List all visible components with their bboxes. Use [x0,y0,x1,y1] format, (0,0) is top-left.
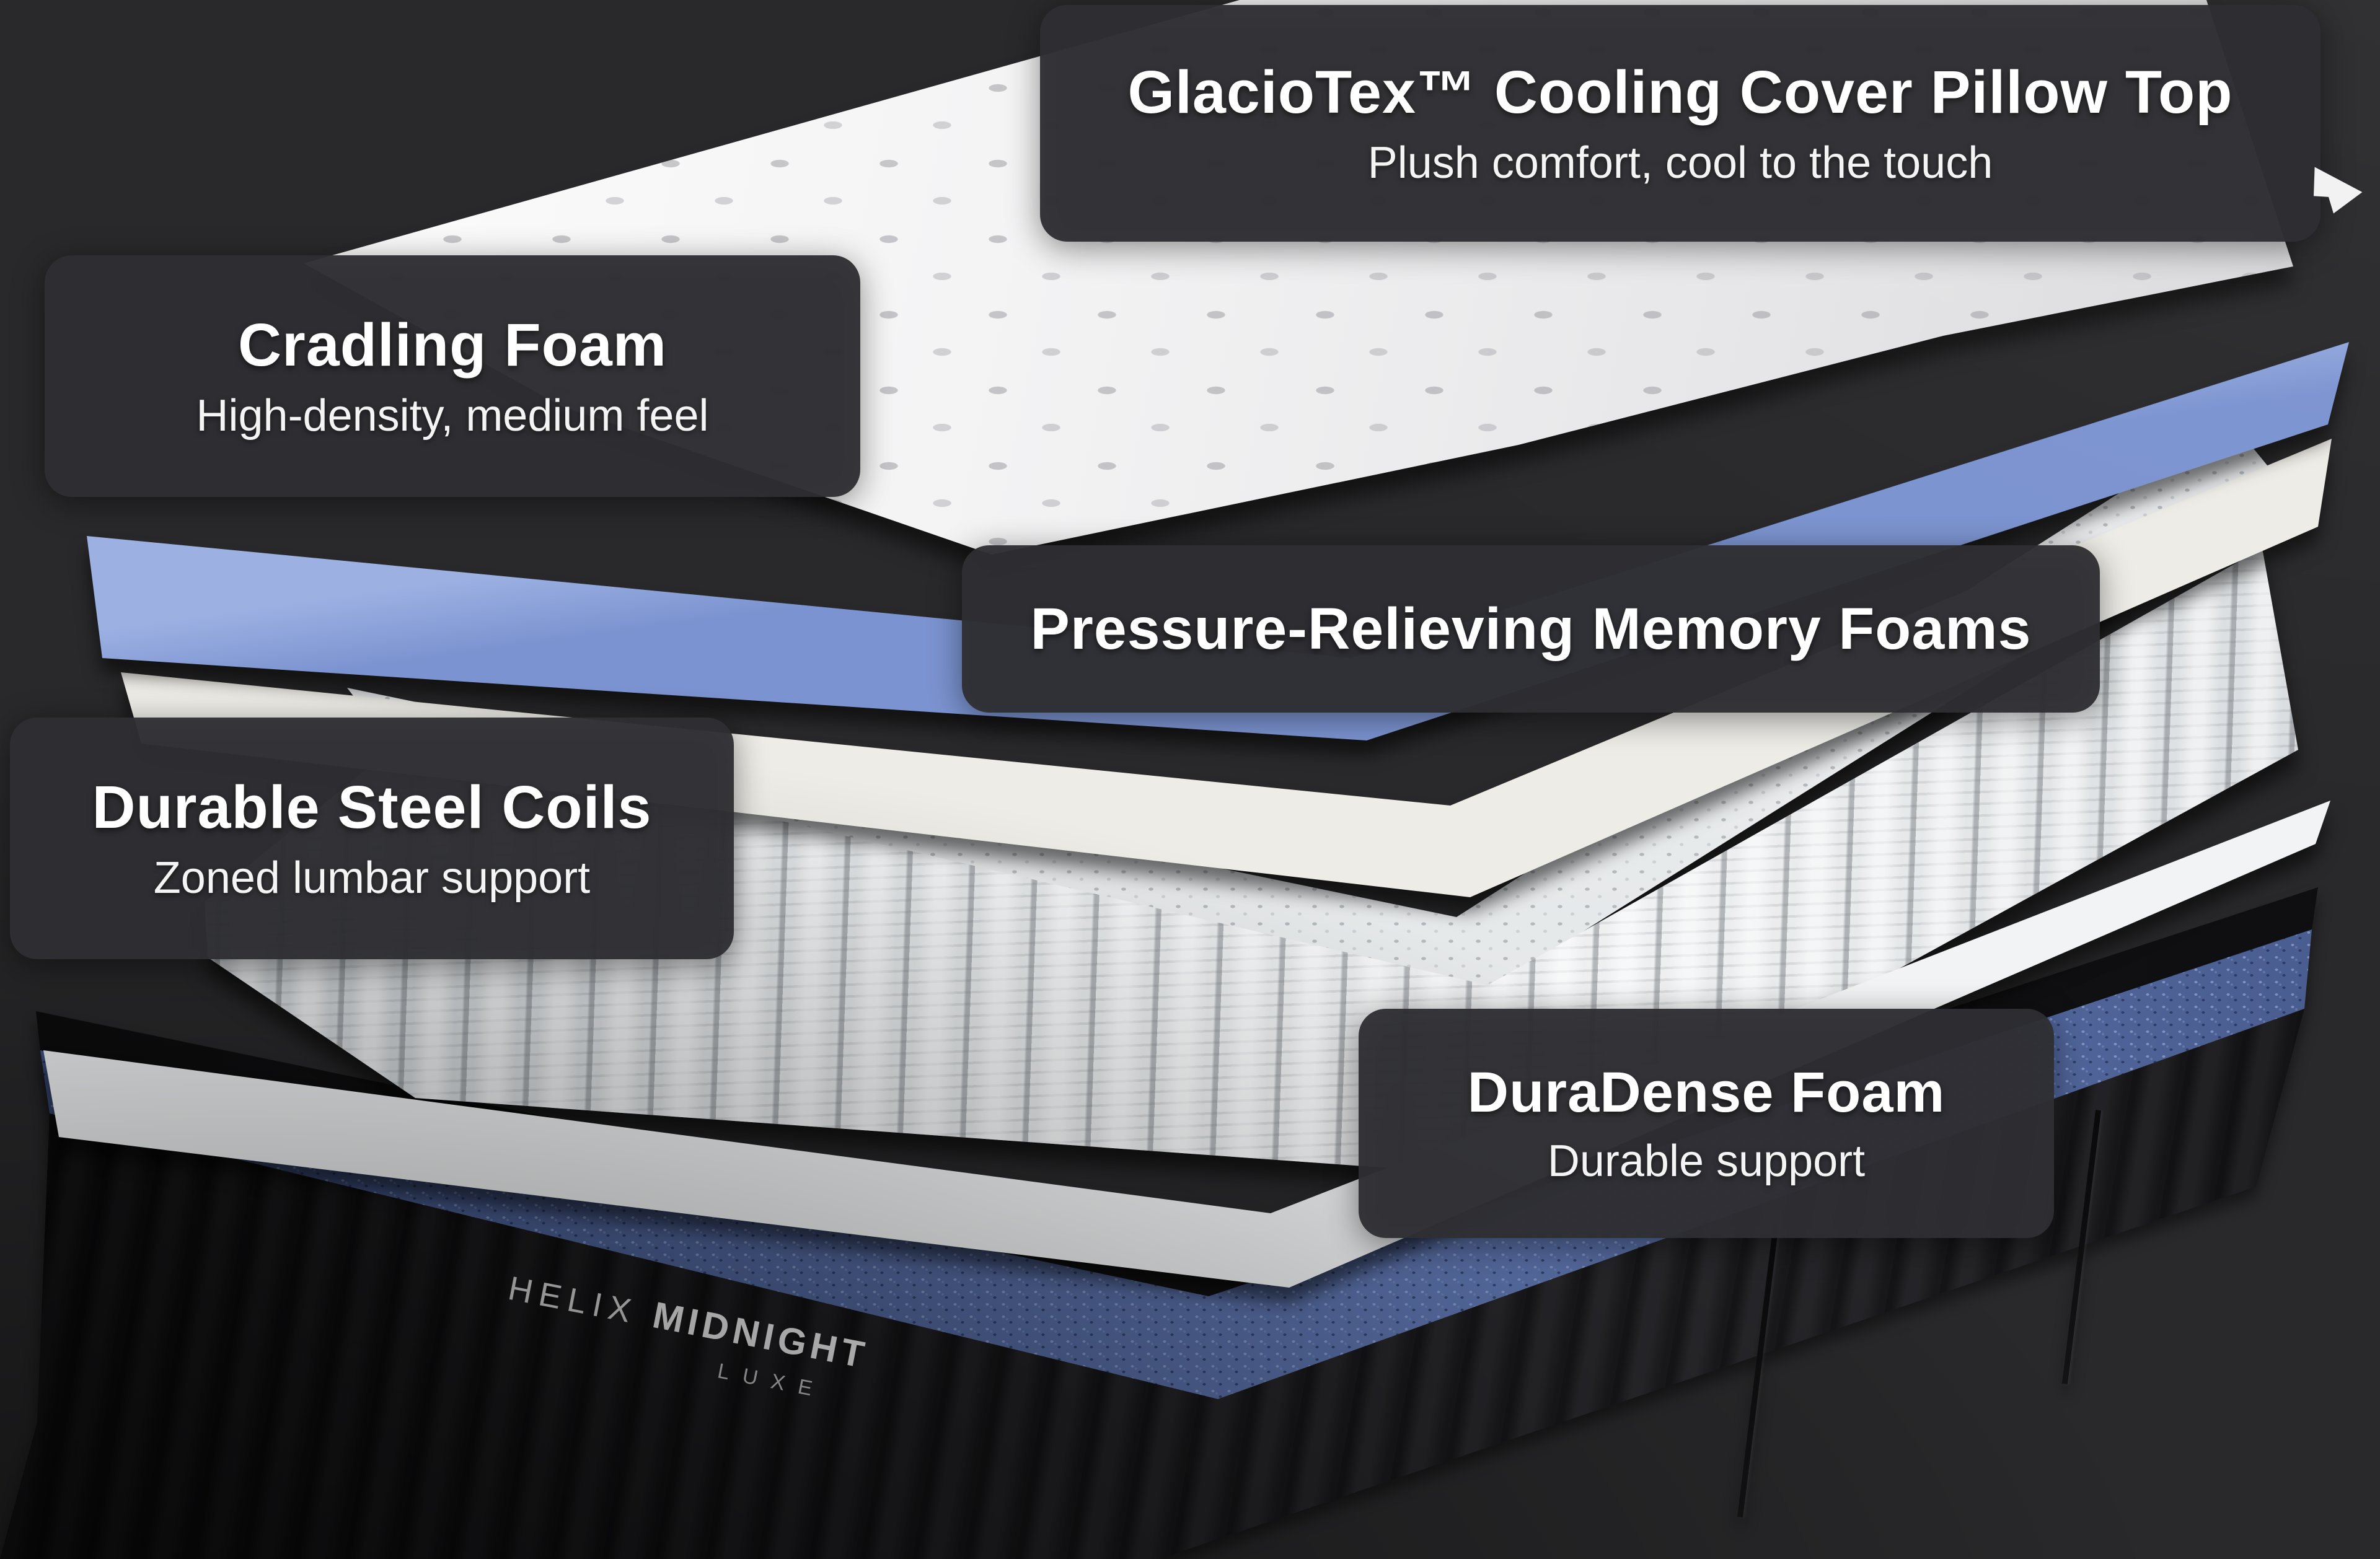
callout-title: Durable Steel Coils [92,773,652,841]
brand-model: MIDNIGHT [649,1294,872,1377]
brand-maker: HELIX [505,1269,641,1332]
base-seam [1737,1224,1779,1517]
base-seam [2061,1110,2102,1384]
callout-subtitle: Durable support [1547,1136,1866,1187]
next-arrow-icon[interactable] [2314,167,2363,214]
callout-duradense-foam: DuraDense Foam Durable support [1359,1009,2054,1238]
callout-memory-foams: Pressure-Relieving Memory Foams [962,545,2100,713]
callout-title: DuraDense Foam [1467,1060,1946,1124]
brand-name: HELIX MIDNIGHT [505,1265,988,1400]
callout-subtitle: Plush comfort, cool to the touch [1367,138,1993,188]
brand-logo: HELIX MIDNIGHT LUXE [498,1265,987,1433]
brand-tier: LUXE [715,1359,828,1403]
callout-title: Pressure-Relieving Memory Foams [1030,595,2032,662]
callout-title: Cradling Foam [237,310,668,379]
callout-steel-coils: Durable Steel Coils Zoned lumbar support [10,718,734,959]
callout-subtitle: Zoned lumbar support [153,853,591,903]
callout-cooling-cover: GlacioTex™ Cooling Cover Pillow Top Plus… [1040,5,2320,242]
callout-cradling-foam: Cradling Foam High-density, medium feel [45,255,860,497]
callout-title: GlacioTex™ Cooling Cover Pillow Top [1127,58,2233,126]
callout-subtitle: High-density, medium feel [196,391,709,441]
